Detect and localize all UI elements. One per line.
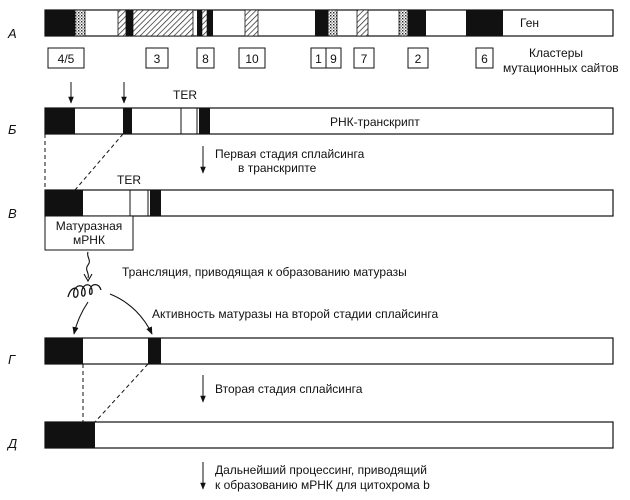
maturase-mrna-line1: Матуразная	[56, 219, 123, 233]
cluster-box-9: 9	[330, 52, 337, 66]
cluster-box-6: 6	[481, 52, 488, 66]
gene-caption: Ген	[520, 16, 539, 30]
clusters-title-line1: Кластеры	[529, 46, 583, 60]
row-label-g: Г	[8, 352, 16, 367]
gene-exon	[45, 10, 75, 36]
cluster-box-3: 3	[154, 52, 161, 66]
translation-text: Трансляция, приводящая к образованию мат…	[122, 265, 407, 279]
row-label-b: Б	[8, 122, 17, 137]
further-processing-line1: Дальнейший процессинг, приводящий	[215, 463, 427, 477]
first-splicing-line2: в транскрипте	[238, 161, 317, 175]
maturase-arrow-right	[109, 293, 153, 335]
gene-exon-dotted	[74, 9, 86, 37]
maturase-arrow-left	[72, 301, 89, 335]
cluster-box-7: 7	[361, 52, 368, 66]
maturase-mrna-box	[44, 215, 134, 251]
spliced-transcript-bar	[44, 189, 614, 217]
rna-transcript-bar	[44, 107, 614, 135]
clusters-title-line2: мутационных сайтов	[503, 61, 619, 75]
gene-bar	[44, 9, 614, 37]
second-splicing-text: Вторая стадия сплайсинга	[215, 382, 363, 396]
maturase-mrna-line2: мРНК	[73, 233, 105, 247]
maturase-activity-text: Активность матуразы на второй стадии спл…	[152, 307, 438, 321]
cluster-boxes: 4/5 3 8 10 1 9 7 2 6	[47, 47, 494, 69]
row-label-a: А	[7, 26, 17, 41]
row-label-d: Д	[6, 436, 17, 451]
gene-hatched-block	[132, 9, 194, 37]
cluster-box-2: 2	[415, 52, 422, 66]
further-processing-line2: к образованию мРНК для цитохрома b	[215, 478, 430, 492]
cluster-box-8: 8	[202, 52, 209, 66]
ter-label-b: TER	[173, 88, 197, 102]
cluster-box-1: 1	[315, 52, 322, 66]
row-label-v: В	[8, 206, 17, 221]
cluster-box-4-5: 4/5	[58, 52, 75, 66]
pre-second-splicing-bar	[44, 337, 614, 365]
maturase-protein-icon	[67, 283, 102, 298]
first-splicing-line1: Первая стадия сплайсинга	[215, 147, 365, 161]
translation-squiggle-arrow	[86, 251, 90, 279]
ter-label-v: TER	[117, 173, 141, 187]
cluster-box-10: 10	[245, 52, 259, 66]
rna-transcript-caption: РНК-транскрипт	[330, 115, 420, 129]
mature-mrna-bar	[44, 421, 614, 449]
